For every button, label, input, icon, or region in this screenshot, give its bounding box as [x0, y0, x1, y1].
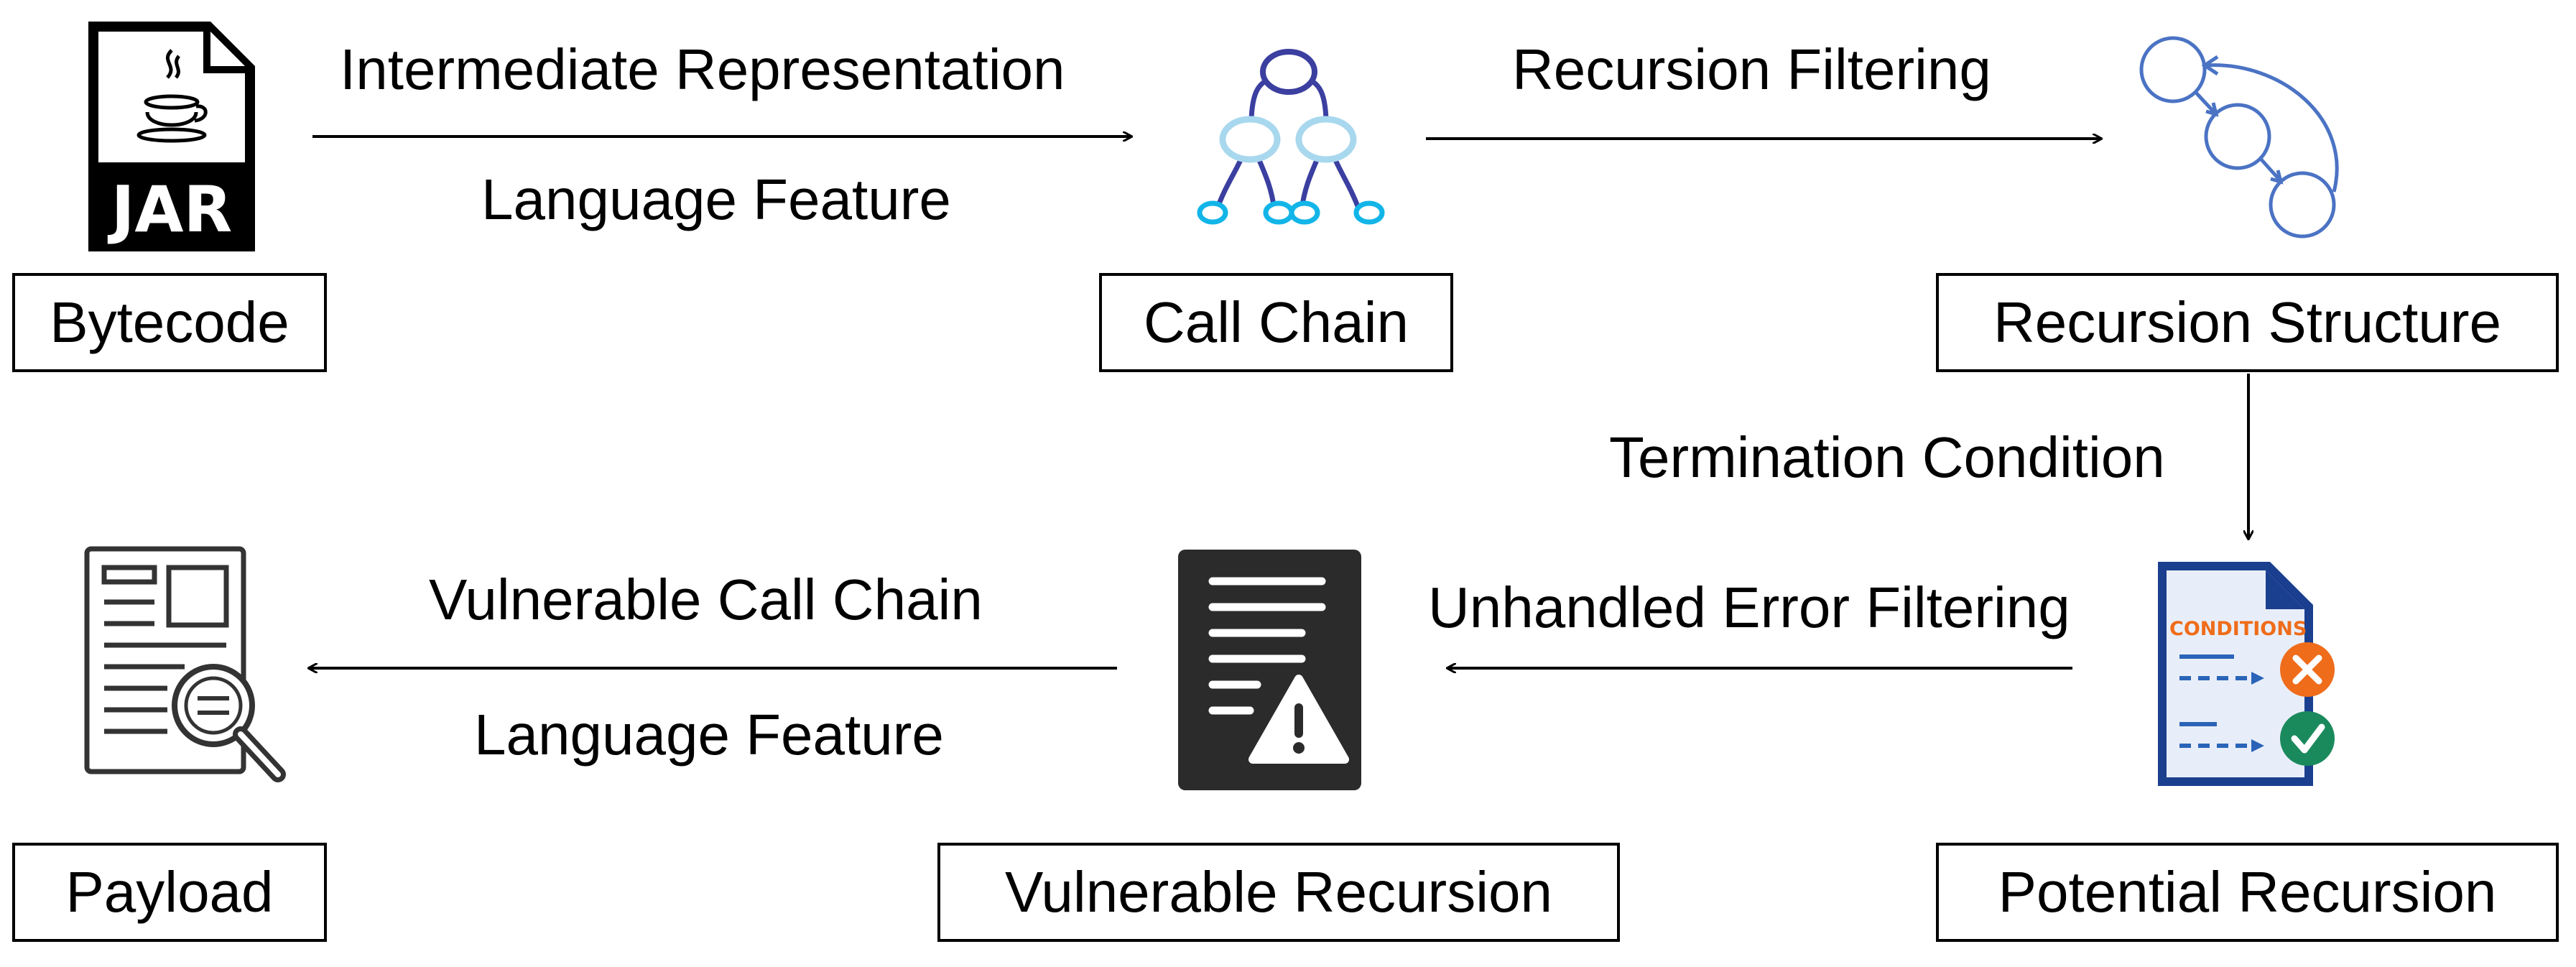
jar-text: JAR	[108, 172, 233, 246]
node-bytecode: Bytecode	[12, 273, 327, 372]
node-recursion-structure: Recursion Structure	[1936, 273, 2559, 372]
edge-label-unhandled-error-filtering: Unhandled Error Filtering	[1428, 575, 2070, 639]
tree-hierarchy-icon	[1197, 49, 1385, 225]
edge-label-language-feature-top: Language Feature	[481, 167, 951, 231]
edge-label-intermediate-representation: Intermediate Representation	[340, 37, 1065, 101]
edge-label-termination-condition: Termination Condition	[1609, 425, 2165, 489]
conditions-document-icon: CONDITIONS	[2158, 562, 2335, 786]
warning-document-icon	[1178, 550, 1361, 790]
node-vulnerable-recursion: Vulnerable Recursion	[937, 843, 1620, 942]
document-search-icon	[84, 546, 286, 782]
conditions-text: CONDITIONS	[2169, 618, 2307, 640]
recursion-cycle-icon	[2139, 36, 2339, 239]
edge-label-vulnerable-call-chain: Vulnerable Call Chain	[429, 568, 983, 631]
edge-label-recursion-filtering: Recursion Filtering	[1512, 37, 1991, 101]
node-call-chain: Call Chain	[1099, 273, 1453, 372]
edge-label-language-feature-bottom: Language Feature	[474, 703, 944, 767]
node-payload: Payload	[12, 843, 327, 942]
jar-file-icon: JAR	[88, 22, 255, 251]
node-potential-recursion: Potential Recursion	[1936, 843, 2559, 942]
